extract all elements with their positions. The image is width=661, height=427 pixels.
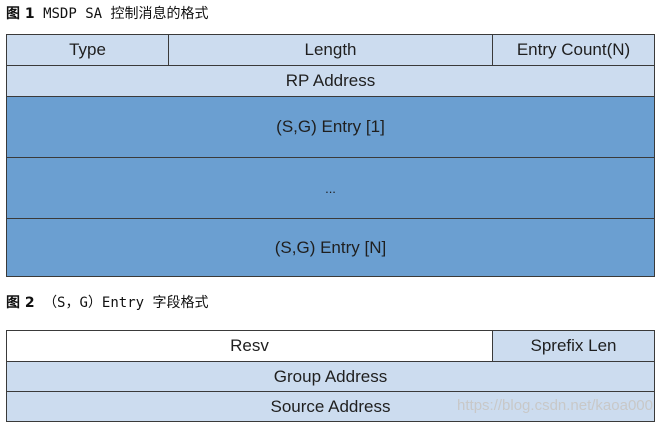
sg-entry-first: (S,G) Entry [1] xyxy=(7,97,654,157)
figure1-caption-text: MSDP SA 控制消息的格式 xyxy=(43,6,209,22)
msdp-sa-format-diagram: Type Length Entry Count(N) RP Address (S… xyxy=(6,34,655,277)
sg-entry-row-ellipsis: ... xyxy=(7,157,654,218)
type-field: Type xyxy=(7,35,169,65)
group-address-row: Group Address xyxy=(7,361,654,391)
watermark-text: https://blog.csdn.net/kaoa000 xyxy=(457,397,653,414)
figure2-caption-text: （S，G）Entry 字段格式 xyxy=(43,295,209,311)
rp-address-field: RP Address xyxy=(7,66,654,96)
sg-entry-row-first: (S,G) Entry [1] xyxy=(7,96,654,157)
sg-entry-format-diagram: Resv Sprefix Len Group Address Source Ad… xyxy=(6,330,655,422)
source-address-field: Source Address xyxy=(7,392,654,421)
figure1-caption: 图 1 MSDP SA 控制消息的格式 xyxy=(6,3,209,23)
sg-entry-last: (S,G) Entry [N] xyxy=(7,219,654,276)
length-field: Length xyxy=(169,35,493,65)
resv-field: Resv xyxy=(7,331,493,361)
group-address-field: Group Address xyxy=(7,362,654,391)
sg-entry-row-last: (S,G) Entry [N] xyxy=(7,218,654,276)
figure2-caption-number: 图 2 xyxy=(6,295,35,311)
sg-entry-ellipsis: ... xyxy=(7,158,654,218)
source-address-row: Source Address xyxy=(7,391,654,421)
header-row: Type Length Entry Count(N) xyxy=(7,35,654,65)
resv-row: Resv Sprefix Len xyxy=(7,331,654,361)
rp-address-row: RP Address xyxy=(7,65,654,96)
entry-count-field: Entry Count(N) xyxy=(493,35,654,65)
figure1-caption-number: 图 1 xyxy=(6,6,35,22)
sprefix-len-field: Sprefix Len xyxy=(493,331,654,361)
figure2-caption: 图 2 （S，G）Entry 字段格式 xyxy=(6,292,209,312)
